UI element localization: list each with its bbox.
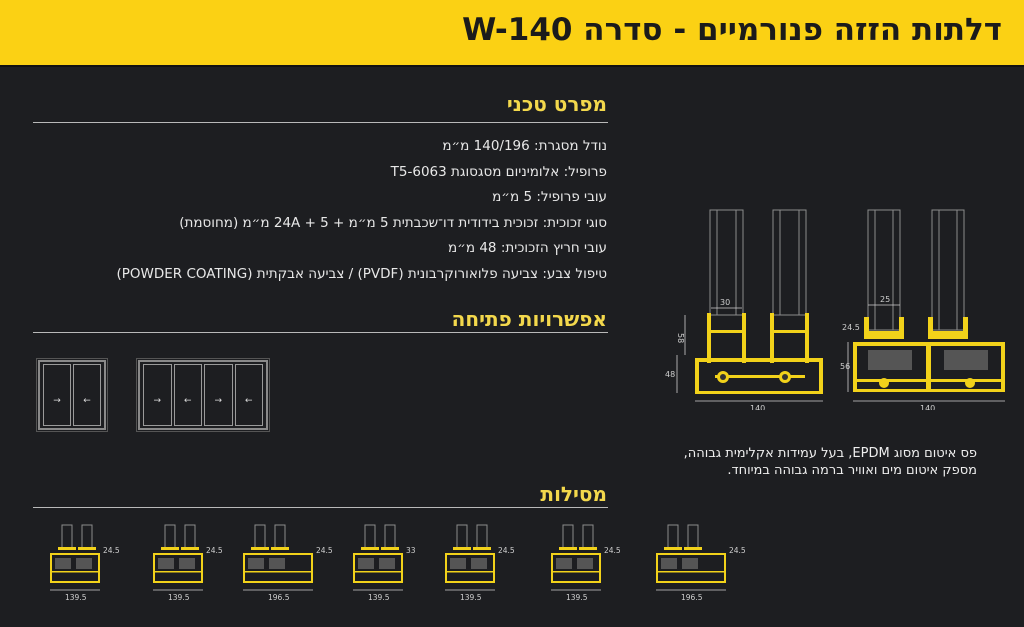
seal-description: פס איטום מסוג EPDM, בעל עמידות אקלימית ג… (684, 445, 977, 479)
aluminium-profile (656, 547, 726, 583)
thermal-break (661, 558, 698, 569)
glass-units (254, 524, 286, 550)
page-title: דלתות הזזה פנורמיים - סדרה W-140 (462, 12, 1002, 48)
spec-item: פרופיל: אלומיניום מסגסוגת 6063-T5 (390, 163, 607, 180)
threshold-height-label: 24.5 (103, 546, 120, 555)
page-header: דלתות הזזה פנורמיים - סדרה W-140 (0, 0, 1024, 67)
arrow-right-icon: → (53, 396, 61, 406)
threshold-profile: 139.5 24.5 (445, 524, 515, 602)
aluminium-profile (153, 547, 203, 583)
threshold-width-label: 139.5 (65, 593, 87, 602)
opening-options-title: אפשרויות פתיחה (451, 307, 607, 331)
thermal-break (358, 558, 395, 569)
threshold-height-label: 24.5 (604, 546, 621, 555)
glass-units (667, 524, 699, 550)
aluminium-profile (445, 547, 495, 583)
divider (33, 122, 608, 123)
dimension-label: 48 (665, 370, 675, 379)
threshold-width-label: 139.5 (168, 593, 190, 602)
thermal-break (450, 558, 487, 569)
dimension-label: 30 (720, 298, 730, 307)
dimension-label: 140 (750, 404, 765, 410)
threshold-height-label: 24.5 (316, 546, 333, 555)
thermal-break (158, 558, 195, 569)
spec-item: עובי פרופיל: 5 מ״מ (492, 189, 607, 205)
dimension-label: 56 (840, 362, 850, 371)
threshold-profile: 139.5 33 (353, 524, 416, 602)
thermal-break (556, 558, 593, 569)
divider (33, 332, 608, 333)
aluminium-profile (695, 313, 823, 394)
thermal-break (248, 558, 285, 569)
spec-item: טיפול צבע: צביעה פלואורוקרבונית (PVDF) /… (116, 265, 607, 282)
aluminium-profile (551, 547, 601, 583)
arrow-right-icon: → (214, 396, 223, 406)
threshold-width-label: 196.5 (268, 593, 290, 602)
threshold-width-label: 139.5 (368, 593, 390, 602)
door-panel: ← (234, 364, 263, 426)
glass-units (867, 209, 965, 331)
threshold-height-label: 33 (406, 546, 416, 555)
dimension-label: 140 (920, 404, 935, 410)
glass-units (364, 524, 396, 550)
arrow-left-icon: ← (183, 396, 192, 406)
glass-units (164, 524, 196, 550)
dimension-label: 25 (880, 295, 890, 304)
dimension-label: 58 (676, 333, 685, 343)
threshold-height-label: 24.5 (498, 546, 515, 555)
arrow-left-icon: ← (244, 396, 253, 406)
threshold-profile: 196.5 24.5 (243, 524, 333, 602)
specs-title: מפרט טכני (506, 92, 607, 116)
four-panel-door-diagram: → ← → ← (136, 358, 270, 432)
door-panel: ← (73, 364, 101, 426)
door-panel: → (43, 364, 71, 426)
seal-text-line: פס איטום מסוג EPDM, בעל עמידות אקלימית ג… (683, 446, 977, 461)
threshold-profile: 196.5 24.5 (656, 524, 746, 602)
divider (33, 507, 608, 508)
glass-units (562, 524, 594, 550)
aluminium-profile (853, 317, 1005, 392)
threshold-profile: 139.5 24.5 (153, 524, 223, 602)
profile-section-left: 30 58 48 45 140 (665, 209, 823, 410)
threshold-height-label: 24.5 (206, 546, 223, 555)
threshold-height-label: 24.5 (729, 546, 746, 555)
seal-text-line: מספק איטום מים ואוויר ברמה גבוהה במיוחד. (727, 463, 977, 478)
spec-item: סוגי זכוכית: זכוכית בידודית דו־שכבתית 5 … (179, 214, 607, 231)
threshold-width-label: 196.5 (681, 593, 703, 602)
spec-item: נודל מסגרת: 140/196 מ״מ (442, 138, 607, 154)
arrow-right-icon: → (153, 396, 162, 406)
aluminium-profile (50, 547, 100, 583)
threshold-width-label: 139.5 (460, 593, 482, 602)
aluminium-profile (243, 547, 313, 583)
two-panel-door-diagram: → ← (36, 358, 108, 432)
threshold-width-label: 139.5 (566, 593, 588, 602)
spec-list: נודל מסגרת: 140/196 מ״מ פרופיל: אלומיניו… (116, 134, 607, 287)
door-panel: ← (173, 364, 202, 426)
glass-units (709, 209, 807, 316)
aluminium-profile (353, 547, 403, 583)
thermal-break (55, 558, 92, 569)
dimension-label: 24.5 (842, 323, 860, 332)
spec-item: עובי חריץ הזכוכית: 48 מ״מ (448, 240, 607, 256)
door-panel: → (204, 364, 233, 426)
thresholds-title: מסילות (540, 482, 607, 506)
threshold-profile: 139.5 24.5 (551, 524, 621, 602)
glass-units (61, 524, 93, 550)
profile-section-right: 25 24.5 56 140 (840, 209, 1005, 410)
arrow-left-icon: ← (83, 396, 91, 406)
thermal-break (868, 350, 988, 370)
glass-units (456, 524, 488, 550)
threshold-profile: 139.5 24.5 (50, 524, 120, 602)
door-panel: → (143, 364, 172, 426)
